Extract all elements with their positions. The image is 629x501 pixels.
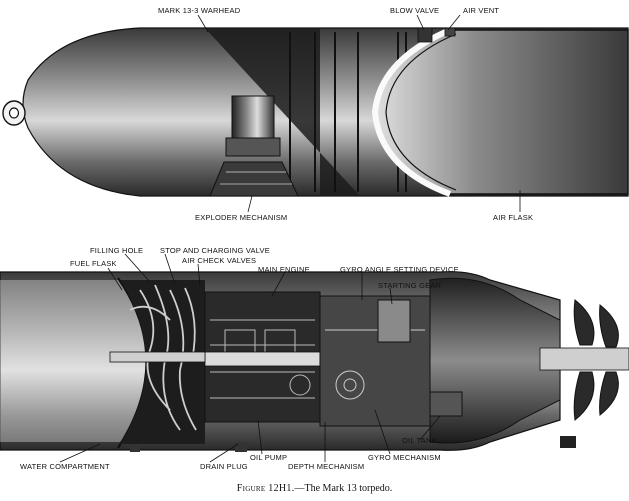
label-exploder-mechanism: EXPLODER MECHANISM (195, 213, 288, 222)
label-filling-hole: FILLING HOLE (90, 246, 144, 255)
label-blow-valve: BLOW VALVE (390, 6, 440, 15)
label-main-engine: MAIN ENGINE (258, 265, 310, 274)
label-oil-tank: OIL TANK (402, 436, 437, 445)
label-water-compartment: WATER COMPARTMENT (20, 462, 110, 471)
exploder-mechanism-part (209, 95, 299, 197)
label-drain-plug: DRAIN PLUG (200, 462, 248, 471)
label-air-vent: AIR VENT (463, 6, 500, 15)
label-gyro-angle-setting-device: GYRO ANGLE SETTING DEVICE (340, 265, 459, 274)
gyro-compartment (319, 295, 431, 427)
top-leader-lines (197, 14, 521, 213)
label-air-check-valves: AIR CHECK VALVES (182, 256, 257, 265)
label-gyro-mechanism: GYRO MECHANISM (368, 453, 441, 462)
figure-caption: Figure 12H1.—The Mark 13 torpedo. (0, 483, 629, 494)
air-flask-dome (374, 29, 629, 195)
propellers (573, 299, 619, 421)
bottom-leader-lines (59, 253, 441, 463)
nose-lifting-eye (2, 100, 26, 126)
bottom-section (0, 271, 629, 452)
top-section (2, 27, 629, 197)
label-fuel-flask: FUEL FLASK (70, 259, 117, 268)
label-stop-charging-valve: STOP AND CHARGING VALVE (160, 246, 270, 255)
figure-number: Figure 12H1. (236, 483, 295, 494)
label-warhead: MARK 13-3 WARHEAD (158, 6, 241, 15)
label-air-flask: AIR FLASK (493, 213, 534, 222)
label-oil-pump: OIL PUMP (250, 453, 288, 462)
label-starting-gear: STARTING GEAR (378, 281, 442, 290)
label-depth-mechanism: DEPTH MECHANISM (288, 462, 365, 471)
water-compartment-area (0, 280, 162, 442)
warhead-band (205, 28, 360, 196)
caption-text: —The Mark 13 torpedo. (294, 483, 393, 494)
